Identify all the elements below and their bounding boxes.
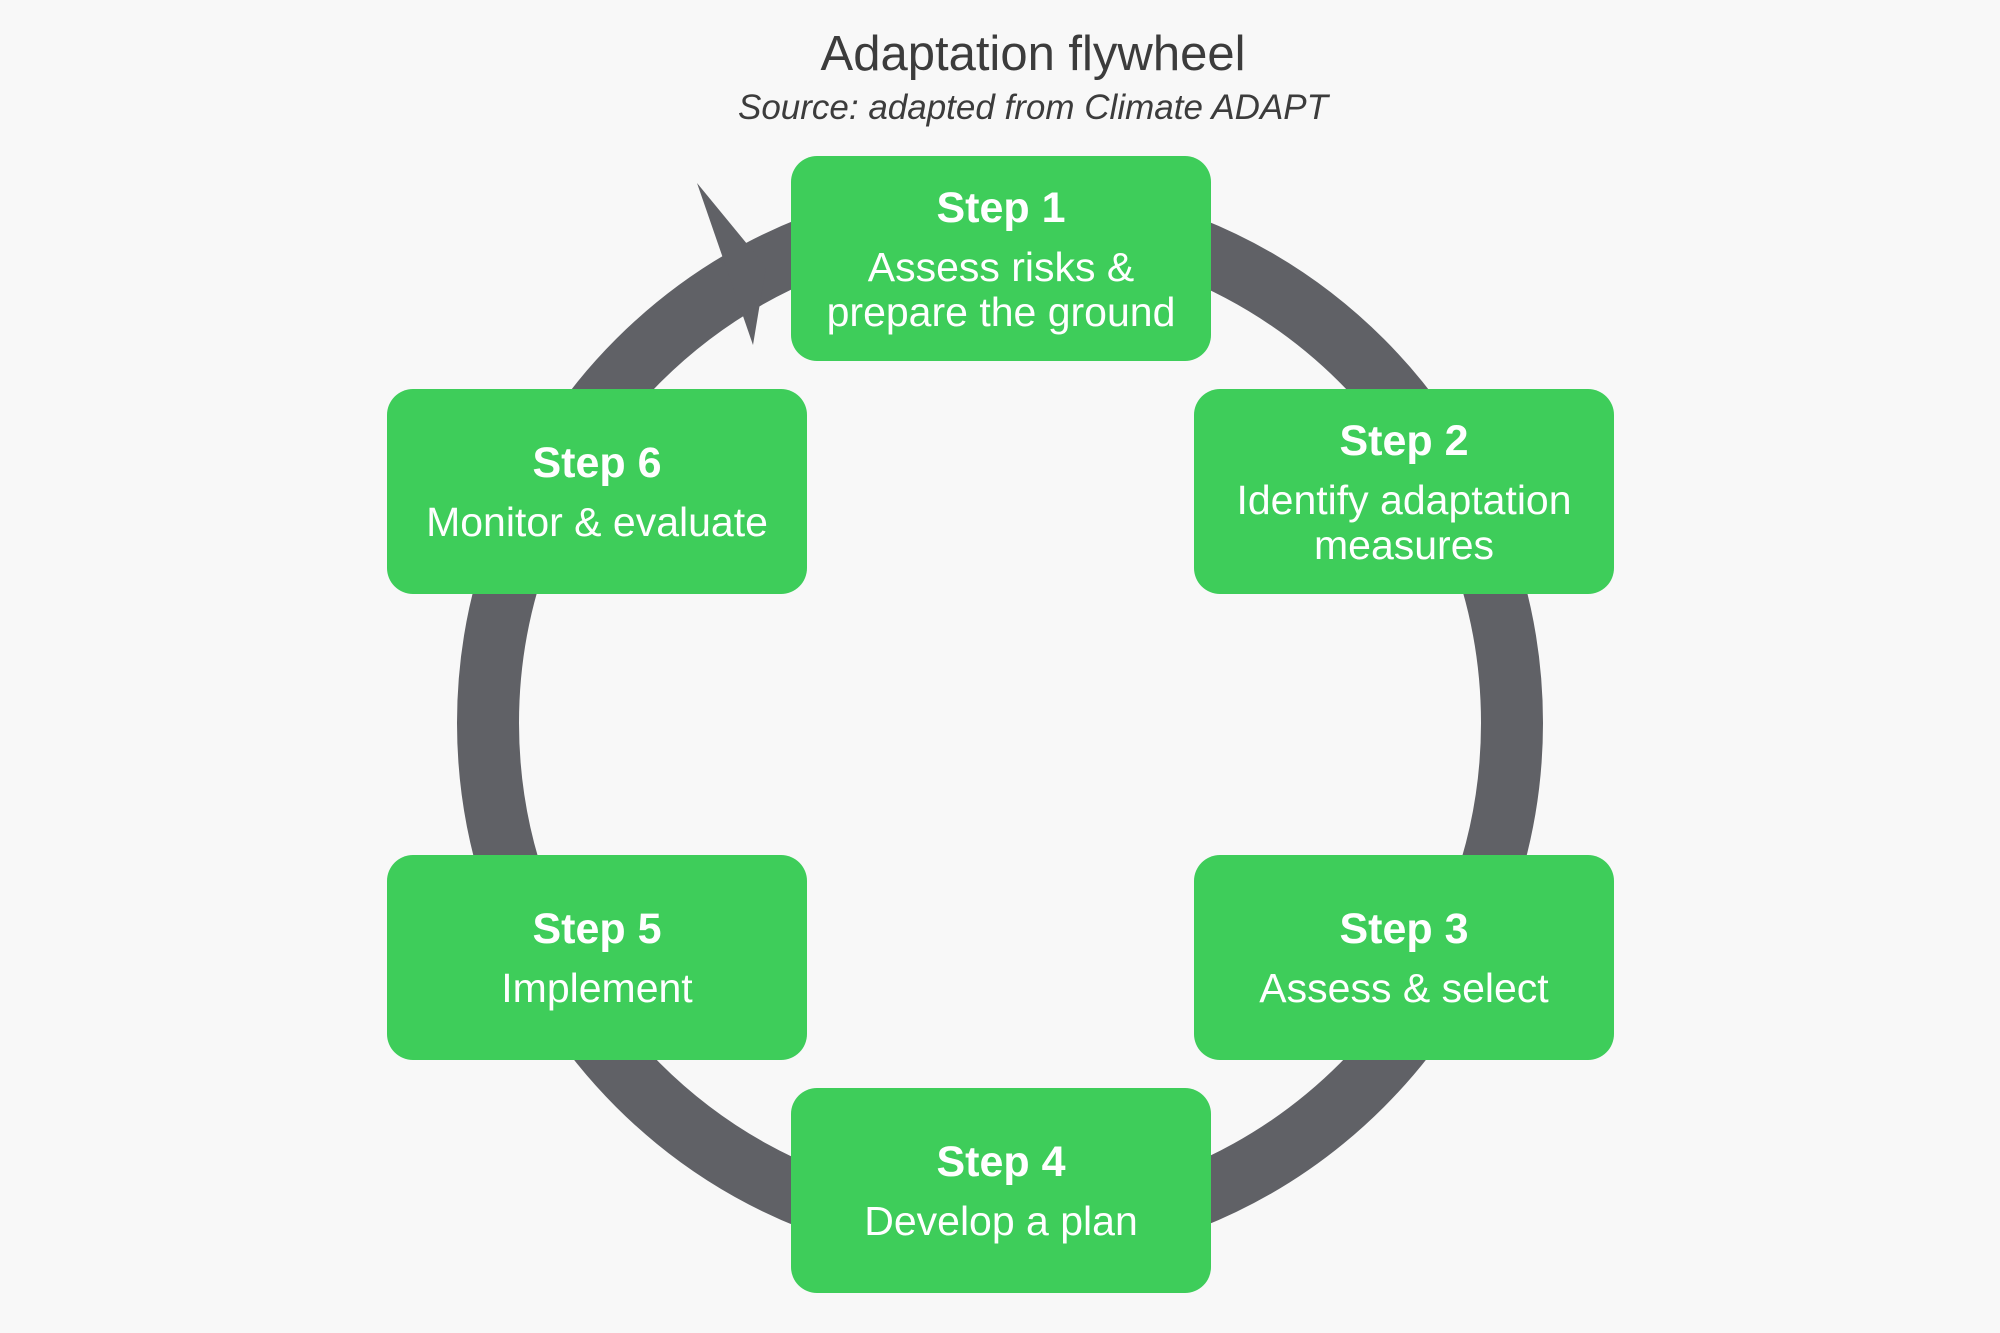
step-6-box: Step 6 Monitor & evaluate bbox=[387, 389, 807, 594]
step-2-title: Step 2 bbox=[1339, 416, 1469, 465]
step-3-description: Assess & select bbox=[1259, 965, 1549, 1011]
step-3-title: Step 3 bbox=[1339, 905, 1469, 953]
step-2-box: Step 2 Identify adaptation measures bbox=[1194, 389, 1614, 594]
step-3-box: Step 3 Assess & select bbox=[1194, 855, 1614, 1060]
step-1-description: Assess risks & prepare the ground bbox=[826, 243, 1176, 335]
step-4-description: Develop a plan bbox=[864, 1198, 1138, 1244]
step-4-box: Step 4 Develop a plan bbox=[791, 1088, 1211, 1293]
diagram-title: Adaptation flywheel bbox=[820, 27, 1246, 81]
step-4-title: Step 4 bbox=[936, 1138, 1066, 1186]
step-5-description: Implement bbox=[501, 965, 693, 1011]
step-2-description: Identify adaptation measures bbox=[1236, 476, 1572, 568]
step-1-box: Step 1 Assess risks & prepare the ground bbox=[791, 156, 1211, 361]
step-5-title: Step 5 bbox=[532, 905, 662, 953]
step-5-box: Step 5 Implement bbox=[387, 855, 807, 1060]
diagram-subtitle: Source: adapted from Climate ADAPT bbox=[737, 88, 1329, 127]
cycle-arrowhead-icon bbox=[697, 183, 766, 345]
step-6-title: Step 6 bbox=[532, 439, 662, 487]
cycle-ring bbox=[457, 180, 1543, 1266]
step-1-title: Step 1 bbox=[936, 183, 1066, 232]
step-6-description: Monitor & evaluate bbox=[426, 499, 768, 545]
